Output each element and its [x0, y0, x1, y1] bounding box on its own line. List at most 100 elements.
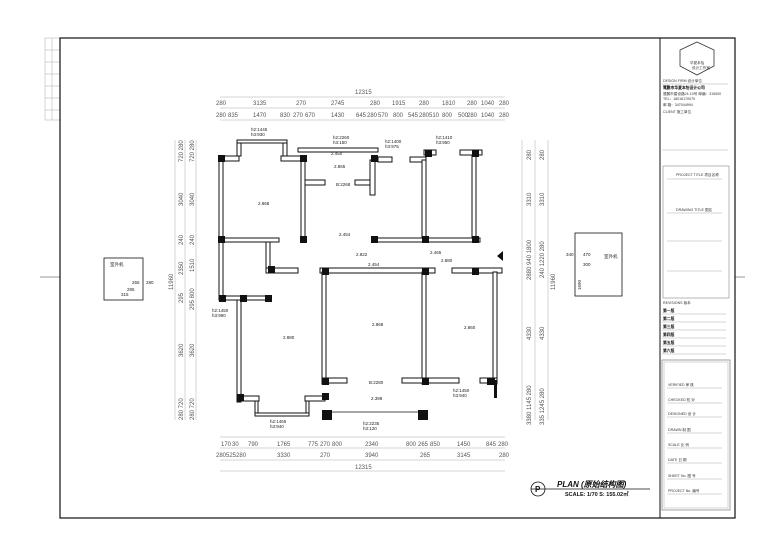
- firm-name: 鹭鹏市华夏本怡设计公司: [663, 85, 705, 90]
- dim: 470: [583, 252, 591, 257]
- plan-title: P PLAN (原始结构图) SCALE: 1/70 S: 155.02㎡: [530, 480, 650, 498]
- bottom-dimensions: 170 30 790 1765 775 270 800 2340 800 265…: [216, 436, 510, 472]
- dim: 1040: [481, 113, 495, 119]
- dim: 280: [499, 453, 510, 459]
- drawing-title-label: DRAWING TITLE 图名: [676, 207, 713, 212]
- dim: 265: [420, 453, 431, 459]
- dim: 270: [320, 442, 331, 448]
- dim: 1470: [253, 113, 267, 119]
- dim: 280: [467, 101, 478, 107]
- dim: 790: [248, 442, 259, 448]
- revision-item: 第四版: [663, 332, 675, 337]
- dim: 240 1220 280: [540, 241, 546, 278]
- dim: 800: [406, 442, 417, 448]
- window-height: h3:975: [385, 144, 399, 149]
- dim: 835: [228, 113, 239, 119]
- dim: 2745: [331, 101, 345, 107]
- window-height: h2:1450: [453, 388, 470, 393]
- entrance-arrow-icon: [497, 251, 503, 261]
- dim: 2350: [179, 261, 185, 275]
- dim: 850: [430, 442, 441, 448]
- dim: 285: [127, 287, 135, 292]
- dim: 280: [419, 101, 430, 107]
- window-height: h2:1445: [251, 127, 268, 132]
- revision-item: 第六版: [663, 348, 675, 353]
- dim: 240: [179, 234, 185, 245]
- dim: 280 720: [179, 398, 185, 420]
- dim: 280: [499, 101, 510, 107]
- dim: 280: [499, 113, 510, 119]
- dim: 270: [320, 453, 331, 459]
- window-height: h2:1450: [212, 308, 229, 313]
- window-height: h3:940: [453, 393, 467, 398]
- dim: 4330: [527, 326, 533, 340]
- revision-item: 第一版: [663, 308, 675, 313]
- signoff-sheet-no: SHEET No. 图 号: [668, 473, 696, 478]
- level-mark: 2.880: [441, 258, 453, 263]
- dim-total: 11960: [169, 273, 175, 290]
- design-firm-label: DESIGN FIRM 设计单位: [663, 78, 702, 83]
- signoff-date: DATE 日 期: [668, 457, 687, 462]
- level-mark: 2.450: [331, 151, 343, 156]
- dim: 3310: [540, 192, 546, 206]
- window-height: h2:2235: [363, 421, 380, 426]
- dim: 30: [232, 442, 239, 448]
- window-height: h2:1465: [270, 419, 287, 424]
- dim: 3330: [277, 453, 291, 459]
- signoff-designed: DESIGNED 设 计: [668, 411, 696, 416]
- level-mark: 2.398: [371, 396, 383, 401]
- level-mark: 2.860: [464, 325, 476, 330]
- firm-email: 邮 箱：347044994: [663, 102, 693, 107]
- dim: 170: [221, 442, 232, 448]
- box-label: 室外机: [110, 261, 124, 268]
- dim: 280525280: [216, 453, 247, 459]
- level-mark: 2.868: [372, 322, 384, 327]
- dim: 300: [583, 262, 591, 267]
- dim: 280: [216, 101, 227, 107]
- dim: 800: [332, 442, 343, 448]
- right-dimensions: 11960 280 3310 2880 940 1800 4330 3380 1…: [521, 140, 557, 425]
- project-title-label: PROJECT TITLE 项目名称: [676, 172, 719, 177]
- dim: 280: [367, 113, 378, 119]
- dim: 2340: [365, 442, 379, 448]
- signoff-scale: SCALE 比 例: [668, 442, 689, 447]
- top-dimensions: 12315 280 3135 270 2745 280 1915 280 181…: [216, 90, 510, 121]
- left-dimensions: 11960 720 280 3040 240 2350 295 3620 280…: [169, 140, 197, 420]
- left-ac-unit-box: 室外机 265 280 315 285: [103, 257, 154, 301]
- dim: 800: [393, 113, 404, 119]
- revision-item: 第五版: [663, 340, 675, 345]
- signoff-drawn: DRAWN 制 图: [668, 427, 691, 432]
- logo-icon: [679, 41, 715, 76]
- drawing-frame: [59, 37, 736, 519]
- dim: 280 720: [190, 398, 196, 420]
- dim: 3040: [179, 192, 185, 206]
- dim: 280: [498, 442, 509, 448]
- dim: 3135: [253, 101, 267, 107]
- dim: 3145: [457, 453, 471, 459]
- dim: 315: [121, 292, 129, 297]
- dim: 1450: [457, 442, 471, 448]
- dim: 545: [408, 113, 419, 119]
- dim: 3940: [365, 453, 379, 459]
- dim: 720 280: [179, 140, 185, 162]
- revisions-label: REVISIONS 版本: [663, 300, 691, 305]
- firm-address: 鹭鹏市建设路24-10号 邮编：315000: [663, 91, 721, 96]
- logo-text: 设计工作室: [692, 65, 710, 70]
- dim: 3620: [190, 343, 196, 357]
- window-height: h3:120: [363, 426, 377, 431]
- dim: 775: [308, 442, 319, 448]
- dim: 3310: [527, 192, 533, 206]
- dim: 1430: [331, 113, 345, 119]
- dim: 3620: [179, 343, 185, 357]
- dim: 335 1245 280: [540, 388, 546, 425]
- window-height: h3:940: [270, 424, 284, 429]
- plan-scale: SCALE: 1/70 S: 155.02㎡: [565, 490, 629, 498]
- dim-total: 12315: [355, 465, 372, 471]
- dim: 3040: [190, 192, 196, 206]
- level-mark: 2.880: [283, 335, 295, 340]
- dim: 500: [458, 113, 469, 119]
- dim: 265: [132, 280, 140, 285]
- beam-label: B:2268: [336, 182, 351, 187]
- dim: 1690: [577, 279, 582, 290]
- dim: 340: [566, 252, 574, 257]
